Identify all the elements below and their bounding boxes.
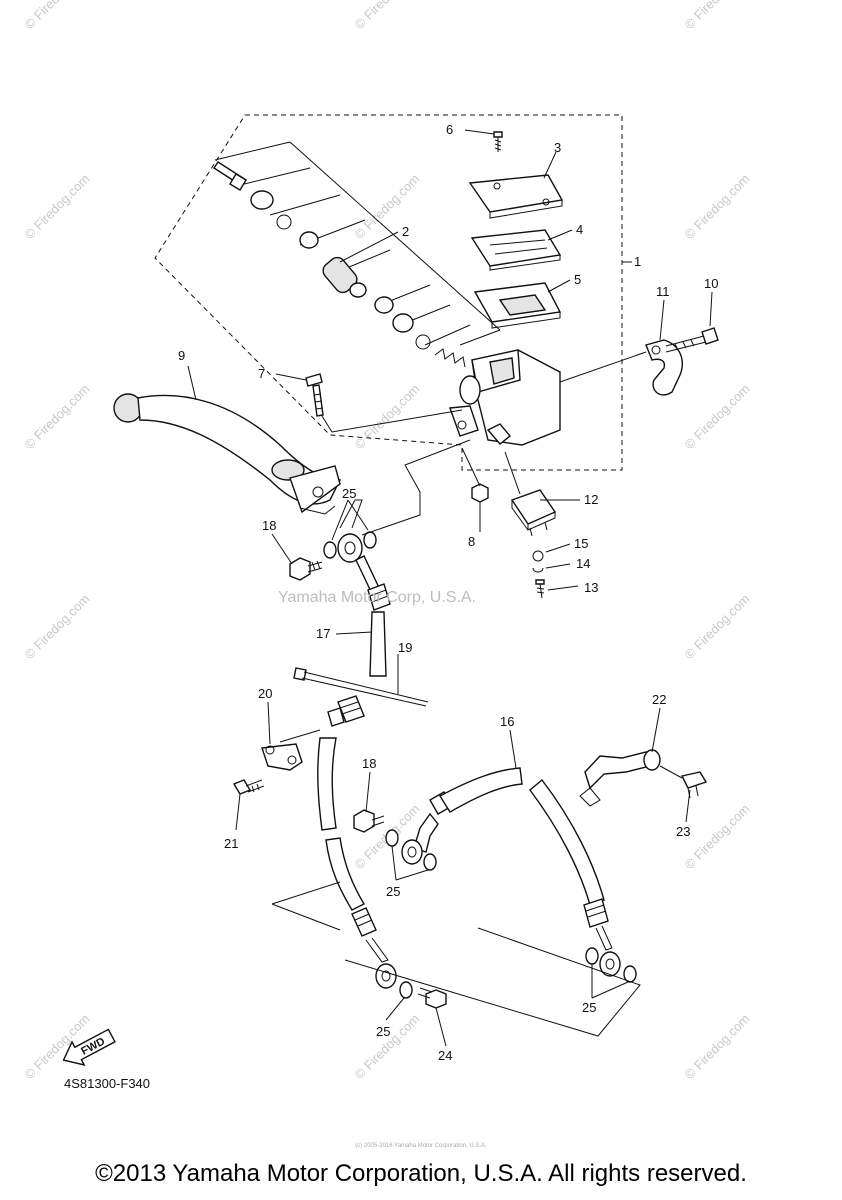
guide-bolt	[232, 779, 252, 795]
callout-18b: 18	[362, 756, 376, 771]
callout-14: 14	[576, 556, 590, 571]
callout-16: 16	[500, 714, 514, 729]
callouts: 1 2 3 4 5 6 7 8 9 10 11 12 13 14 15 16 1…	[178, 122, 718, 1063]
callout-24: 24	[438, 1048, 452, 1063]
upper-brake-hose	[355, 555, 391, 677]
callout-20: 20	[258, 686, 272, 701]
piston-guide-lines	[214, 141, 501, 346]
watermark: © Firedog.com	[22, 0, 93, 32]
callout-23: 23	[676, 824, 690, 839]
callout-22: 22	[652, 692, 666, 707]
copper-washer	[363, 531, 377, 549]
cable-tie	[293, 667, 429, 707]
dust-boot	[250, 190, 274, 210]
cap-screw	[493, 131, 503, 138]
hose-bracket	[579, 749, 708, 807]
piston-kit	[213, 161, 466, 368]
callout-25c: 25	[376, 1024, 390, 1039]
callout-10: 10	[704, 276, 718, 291]
caliper-plane	[271, 881, 641, 1037]
callout-12: 12	[584, 492, 598, 507]
copper-washer	[323, 541, 337, 559]
assembly-outline	[154, 114, 623, 471]
callout-17: 17	[316, 626, 330, 641]
callout-13: 13	[584, 580, 598, 595]
callout-19: 19	[398, 640, 412, 655]
cup	[349, 282, 367, 298]
reservoir-parts	[464, 129, 564, 329]
copper-washer	[385, 829, 399, 847]
cup	[392, 313, 414, 333]
nut	[461, 447, 489, 532]
brake-lever	[113, 393, 342, 515]
watermark: © Firedog.com	[682, 1011, 753, 1082]
lower-union	[399, 981, 447, 1009]
circlip	[276, 214, 292, 230]
tiny-notice: (c) 2005-2016 Yamaha Motor Corporation, …	[355, 1143, 487, 1149]
watermark: © Firedog.com	[352, 0, 423, 32]
hose-clamp	[680, 771, 708, 789]
upper-union	[289, 439, 471, 581]
callout-3: 3	[554, 140, 561, 155]
callout-18: 18	[262, 518, 276, 533]
watermarks: © Firedog.com © Firedog.com © Firedog.co…	[22, 0, 753, 1082]
callout-2: 2	[402, 224, 409, 239]
watermark: © Firedog.com	[682, 801, 753, 872]
master-cylinder-body	[449, 349, 561, 446]
callout-8: 8	[468, 534, 475, 549]
copper-washer	[585, 947, 599, 965]
spring-seat	[415, 334, 431, 350]
watermark: © Firedog.com	[682, 171, 753, 242]
watermark: © Firedog.com	[682, 381, 753, 452]
watermark: © Firedog.com	[682, 591, 753, 662]
reservoir-cap	[468, 174, 564, 213]
diagram-code: 4S81300-F340	[64, 1076, 150, 1091]
washer	[299, 231, 319, 249]
pivot-bolt	[275, 373, 463, 433]
callout-7: 7	[258, 366, 265, 381]
holder-bolt	[701, 327, 719, 345]
watermark: © Firedog.com	[22, 171, 93, 242]
copper-washer	[423, 853, 437, 871]
callout-25d: 25	[582, 1000, 596, 1015]
callout-25b: 25	[386, 884, 400, 899]
lock-washer	[532, 567, 544, 573]
callout-9: 9	[178, 348, 185, 363]
copper-washer	[399, 981, 413, 999]
brake-switch-parts	[504, 451, 557, 599]
callout-11: 11	[656, 284, 670, 299]
watermark: © Firedog.com	[22, 591, 93, 662]
middle-union	[353, 809, 437, 871]
right-brake-hose	[413, 767, 637, 983]
callout-15: 15	[574, 536, 588, 551]
leader-lines	[187, 151, 713, 1047]
callout-5: 5	[574, 272, 581, 287]
callout-25a: 25	[342, 486, 356, 501]
callout-4: 4	[576, 222, 583, 237]
watermark: © Firedog.com	[682, 0, 753, 32]
handlebar-holder	[559, 327, 719, 396]
washer	[532, 550, 544, 562]
watermark: © Firedog.com	[352, 1011, 423, 1082]
callout-1: 1	[634, 254, 641, 269]
spring	[434, 348, 466, 368]
hose-guide	[232, 729, 321, 795]
callout-6: 6	[446, 122, 453, 137]
copyright-notice: ©2013 Yamaha Motor Corporation, U.S.A. A…	[95, 1160, 747, 1187]
cup	[374, 296, 394, 314]
center-watermark: Yamaha Motor Corp, U.S.A.	[278, 589, 476, 606]
switch-screw	[535, 579, 545, 585]
callout-21: 21	[224, 836, 238, 851]
lower-brake-hose	[317, 695, 397, 989]
brake-switch	[510, 489, 557, 525]
watermark: © Firedog.com	[22, 381, 93, 452]
fwd-label: FWD	[79, 1035, 107, 1057]
